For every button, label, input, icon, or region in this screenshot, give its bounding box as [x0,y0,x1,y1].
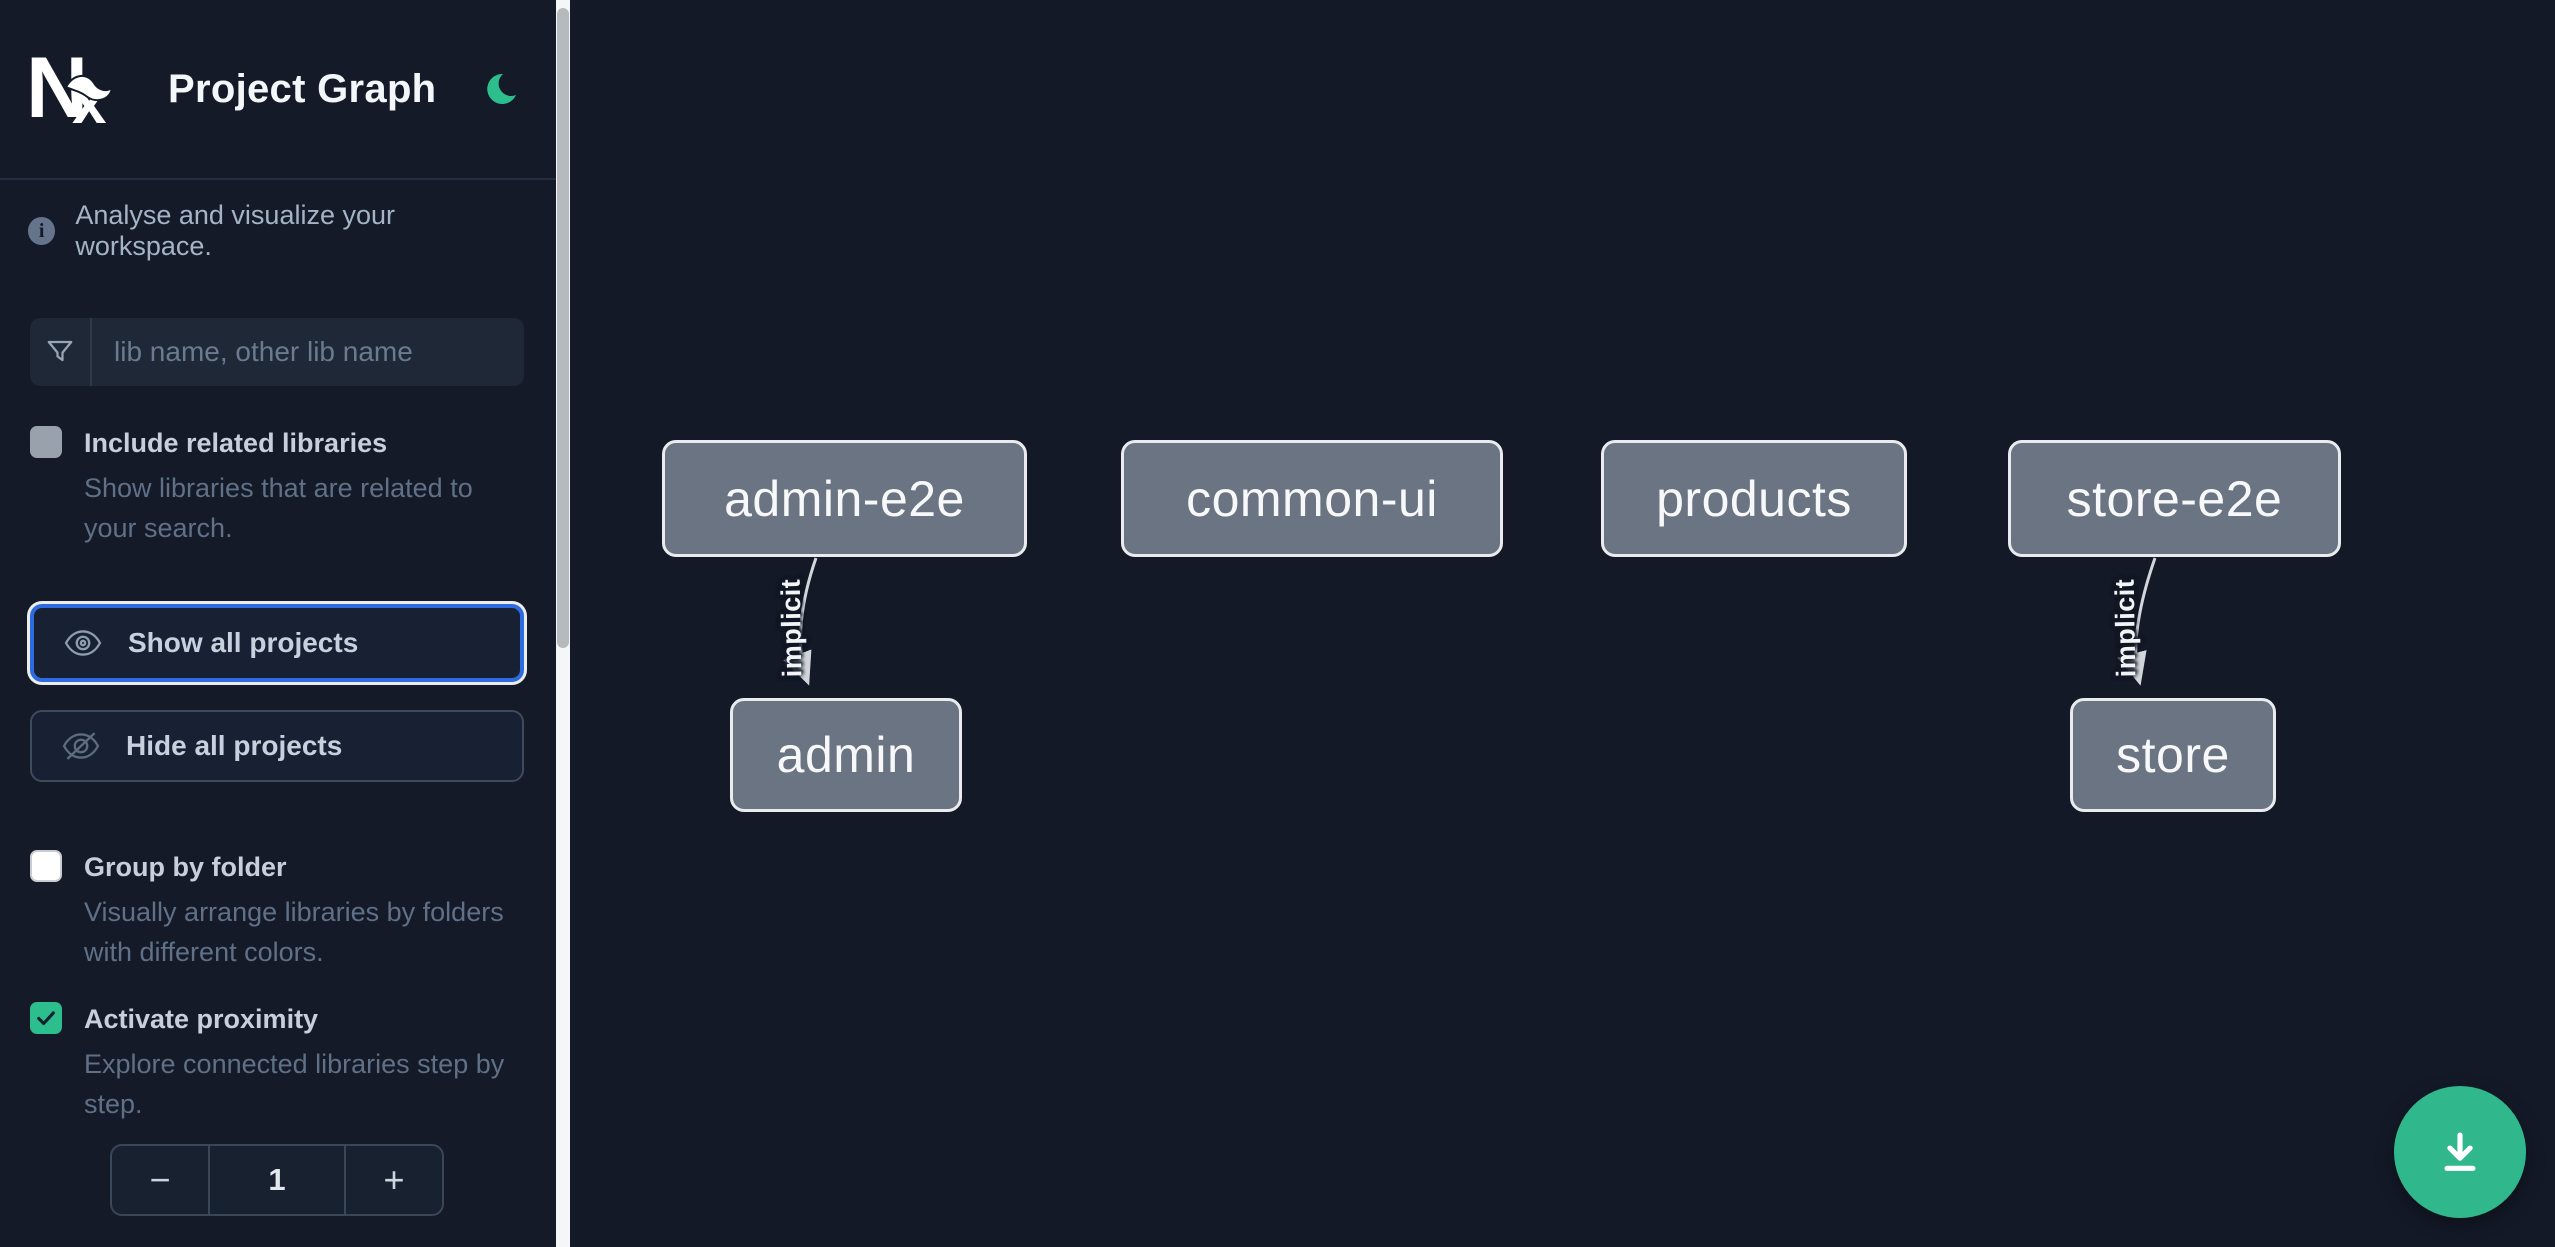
sidebar-scrollbar[interactable] [556,0,570,1247]
nx-logo: N x [26,40,118,137]
sidebar-header: N x Project Graph [0,0,556,178]
page-title: Project Graph [168,66,437,111]
download-icon [2444,1132,2476,1171]
activate-proximity-checkbox[interactable] [30,1002,62,1034]
toggle-include-related-libraries: Include related libraries Show libraries… [30,424,530,548]
project-node-products[interactable]: products [1601,440,1907,557]
edge-label-implicit: implicit [775,578,808,678]
workspace-tagline: i Analyse and visualize your workspace. [28,200,528,262]
button-label: Show all projects [128,627,359,658]
hide-all-projects-button[interactable]: Hide all projects [30,710,524,782]
project-node-admin-e2e[interactable]: admin-e2e [662,440,1027,557]
nx-logo-swoosh [64,75,114,102]
edge-label-implicit: implicit [2109,578,2142,678]
toggle-label[interactable]: Group by folder [84,852,287,882]
header-divider [0,178,556,180]
eye-icon [64,630,102,656]
toggle-description: Visually arrange libraries by folders wi… [84,897,504,967]
sidebar: N x Project Graph i Analyse and visualiz… [0,0,556,1247]
decrement-button[interactable]: − [149,1159,171,1200]
proximity-depth-stepper: − 1 + [110,1144,444,1216]
scrollbar-thumb[interactable] [557,8,569,648]
eye-off-icon [62,732,100,760]
toggle-activate-proximity: Activate proximity Explore connected lib… [30,1000,530,1124]
toggle-group-by-folder: Group by folder Visually arrange librari… [30,848,530,972]
toggle-description: Show libraries that are related to your … [84,473,473,543]
info-icon: i [28,217,56,245]
proximity-depth-value: 1 [208,1146,346,1214]
edge-store-e2e-store[interactable] [2117,557,2157,686]
filter-search [30,318,524,386]
project-node-admin[interactable]: admin [730,698,962,812]
toggle-label[interactable]: Include related libraries [84,428,388,458]
dependency-edges [783,557,2157,686]
include-related-checkbox[interactable] [30,426,62,458]
dark-mode-toggle-moon-icon[interactable] [482,71,518,107]
edge-admin-e2e-admin[interactable] [783,557,818,686]
toggle-label[interactable]: Activate proximity [84,1004,319,1034]
project-node-store-e2e[interactable]: store-e2e [2008,440,2341,557]
project-node-store[interactable]: store [2070,698,2276,812]
funnel-filter-icon [30,318,92,386]
increment-button[interactable]: + [383,1159,405,1200]
search-input[interactable] [92,318,524,386]
project-node-common-ui[interactable]: common-ui [1121,440,1503,557]
group-by-folder-checkbox[interactable] [30,850,62,882]
toggle-description: Explore connected libraries step by step… [84,1049,505,1119]
graph-canvas[interactable]: implicit implicit admin-e2e common-ui pr… [570,0,2555,1247]
show-all-projects-button[interactable]: Show all projects [30,604,524,682]
button-label: Hide all projects [126,730,343,761]
download-image-button[interactable] [2394,1086,2526,1218]
